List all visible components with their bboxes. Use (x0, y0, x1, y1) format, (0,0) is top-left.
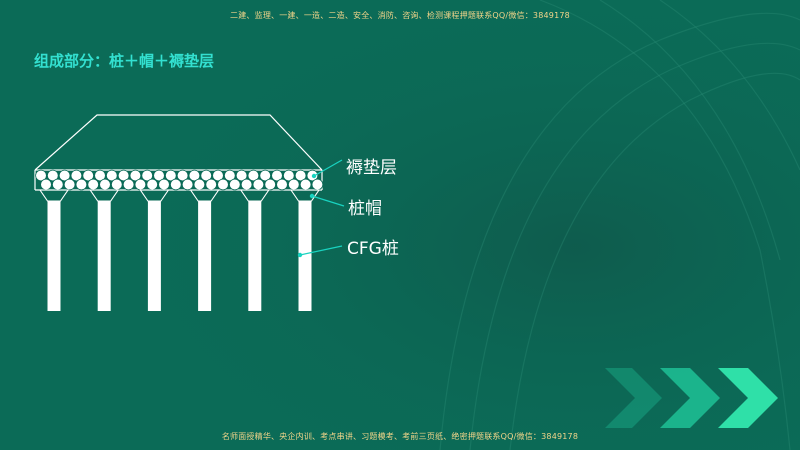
gravel-stone (229, 178, 241, 191)
chevron-right-icon (718, 368, 778, 428)
gravel-stone (122, 178, 135, 191)
gravel-stone (35, 169, 47, 182)
cfg-pile-shaft (198, 201, 212, 311)
gravel-stone (224, 169, 236, 182)
gravel-stone (259, 169, 272, 182)
pile-cap (239, 189, 270, 202)
gravel-stone (212, 169, 224, 182)
gravel-stone (247, 169, 260, 182)
gravel-stone (282, 169, 295, 182)
pile-cap (89, 189, 120, 202)
cfg-pile-shaft (298, 201, 312, 311)
pile-cap (189, 189, 220, 202)
gravel-stone (271, 169, 283, 182)
gravel-stone (153, 169, 165, 182)
gravel-stone (188, 169, 201, 182)
gravel-stone (311, 178, 324, 191)
gravel-stone (146, 178, 159, 191)
gravel-stone (193, 178, 206, 191)
gravel-stone (170, 178, 182, 191)
pile-cap (38, 189, 70, 202)
cfg-pile-shaft (147, 201, 161, 311)
gravel-stone (200, 169, 213, 182)
leader-cfg (299, 245, 343, 256)
gravel-stone (87, 178, 99, 191)
chevron-arrows (605, 368, 778, 428)
gravel-stone (111, 178, 123, 191)
label-pile-cap: 桩帽 (348, 199, 382, 219)
gravel-stone (176, 169, 189, 182)
header-note: 二建、监理、一建、一造、二造、安全、消防、咨询、检测课程押题联系QQ/微信：38… (230, 11, 570, 20)
slide-title: 组成部分：桩＋帽＋褥垫层 (34, 52, 215, 70)
gravel-stone (205, 178, 218, 191)
gravel-stone (129, 169, 142, 182)
gravel-stone (181, 178, 194, 191)
gravel-stone (63, 178, 76, 191)
cfg-pile-shaft (97, 201, 111, 311)
gravel-stone (40, 178, 52, 191)
chevron-right-icon (660, 368, 720, 428)
gravel-stone (58, 169, 71, 182)
gravel-stone (217, 178, 229, 191)
gravel-stone (141, 169, 154, 182)
footer-note: 名师面授精华、央企内训、考点串讲、习题模考、考前三页纸、绝密押题联系QQ/微信：… (221, 432, 579, 441)
gravel-row-bottom (40, 178, 324, 191)
gravel-stone (276, 178, 288, 191)
gravel-stone (287, 178, 300, 191)
gravel-stone (117, 169, 130, 182)
gravel-stone (165, 169, 177, 182)
gravel-stone (106, 169, 118, 182)
gravel-stone (70, 169, 83, 182)
leader-lines (297, 159, 345, 258)
gravel-row-top (35, 169, 319, 182)
gravel-stone (75, 178, 88, 191)
gravel-stone (299, 178, 312, 191)
gravel-stone (94, 169, 106, 182)
gravel-stone (264, 178, 277, 191)
gravel-stone (158, 178, 170, 191)
gravel-stone (252, 178, 265, 191)
gravel-stone (99, 178, 111, 191)
pile-cap (289, 189, 321, 202)
label-cushion-layer: 褥垫层 (346, 158, 397, 178)
gravel-stone (294, 169, 307, 182)
gravel-stone (235, 169, 248, 182)
cfg-pile-shaft (248, 201, 262, 311)
label-cfg-pile: CFG桩 (347, 239, 399, 259)
pile-cap (139, 189, 170, 202)
leader-cap (311, 195, 345, 207)
leader-cushion (313, 159, 343, 177)
gravel-stone (82, 169, 94, 182)
cfg-pile-shaft (47, 201, 61, 311)
gravel-stone (240, 178, 253, 191)
gravel-stone (51, 178, 64, 191)
gravel-stone (46, 169, 59, 182)
gravel-stone (134, 178, 147, 191)
chevron-right-icon (605, 368, 662, 428)
pile-group (38, 189, 321, 311)
